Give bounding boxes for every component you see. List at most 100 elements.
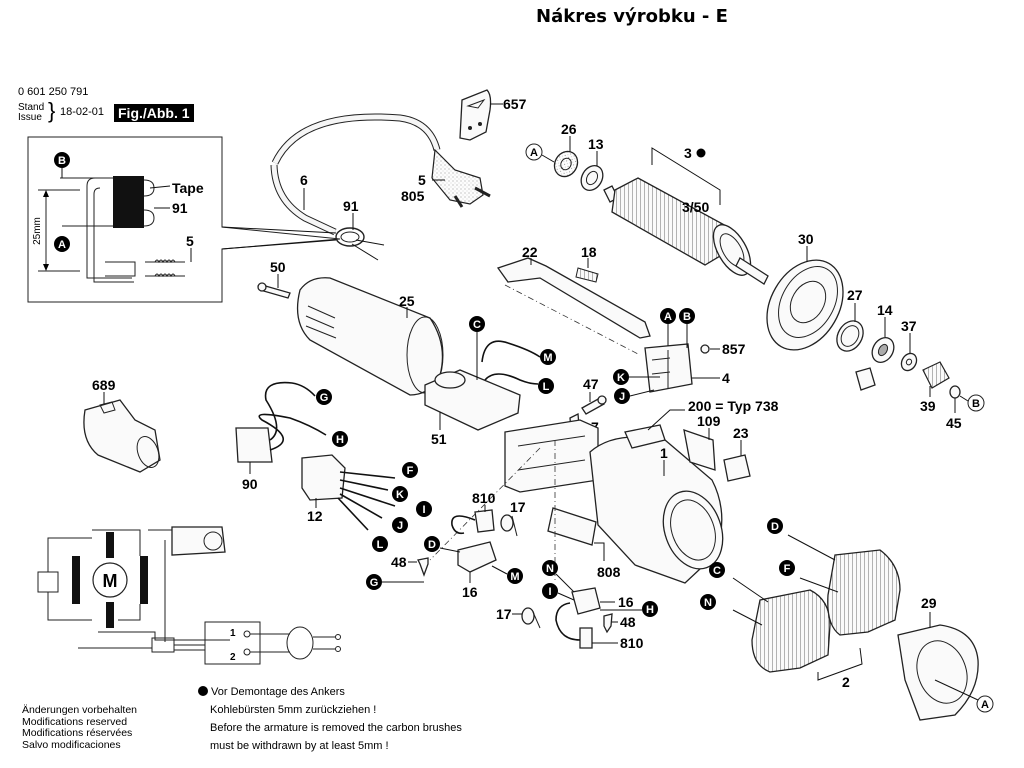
modifications-en: Modifications reserved bbox=[22, 715, 128, 728]
part-857-label: 857 bbox=[722, 341, 746, 357]
washer-hole bbox=[905, 358, 913, 366]
connector-l-badge bbox=[538, 378, 554, 394]
assembly-axis bbox=[504, 284, 641, 356]
connector-d-badge bbox=[424, 536, 440, 552]
armature-removal-note: Vor Demontage des Ankers Kohlebürsten 5m… bbox=[198, 683, 462, 755]
inset-callout-line bbox=[221, 239, 337, 250]
part-91-label: 91 bbox=[343, 198, 359, 214]
assembly-axis bbox=[429, 440, 556, 580]
ref-a-outline-badge bbox=[976, 695, 994, 713]
note-en-line1: Before the armature is removed the carbo… bbox=[210, 722, 462, 734]
connector-n-label: N bbox=[546, 563, 554, 575]
tape-leader bbox=[149, 185, 171, 189]
part-17-label: 17 bbox=[510, 499, 526, 515]
schematic-wires bbox=[92, 529, 230, 641]
housing-front-opening bbox=[662, 490, 724, 570]
wiring-schematic: M 1 2 bbox=[37, 526, 341, 665]
part-17-spring bbox=[500, 514, 514, 532]
part-1-motor-housing bbox=[504, 419, 724, 584]
connector-k-label: K bbox=[617, 372, 625, 384]
part-16b-label: 16 bbox=[618, 594, 634, 610]
ref-b-leader bbox=[959, 395, 969, 402]
part-3-50-label: 3/50 bbox=[682, 199, 709, 215]
part-47-label: 47 bbox=[583, 376, 599, 392]
ref-b-outline-badge bbox=[967, 394, 985, 412]
connector-i-label: I bbox=[548, 586, 551, 598]
part-3-armature bbox=[603, 177, 769, 285]
ref-b-outline-label: B bbox=[972, 398, 980, 410]
part-29-fan-guide bbox=[897, 624, 979, 721]
switch-position-1: 1 bbox=[230, 628, 236, 639]
modifications-de: Änderungen vorbehalten bbox=[22, 704, 138, 716]
modifications-fr: Modifications réservées bbox=[22, 727, 133, 739]
part-48-label: 48 bbox=[391, 554, 407, 570]
gear-housing-bore bbox=[789, 280, 827, 324]
connector-h-label: H bbox=[646, 604, 654, 616]
connector-c-badge bbox=[469, 316, 485, 332]
part-109-label: 109 bbox=[697, 413, 721, 429]
connector-l-badge bbox=[372, 536, 388, 552]
fan-guide-opening bbox=[916, 640, 968, 704]
connector-f-label: F bbox=[784, 563, 791, 575]
schematic-field-coil-right bbox=[140, 556, 148, 604]
connector-d-label: D bbox=[771, 521, 779, 533]
wire-loops bbox=[143, 179, 155, 227]
connector-m-label: M bbox=[543, 352, 552, 364]
connector-f-badge bbox=[779, 560, 795, 576]
part-23-label: 23 bbox=[733, 425, 749, 441]
part-39-label: 39 bbox=[920, 398, 936, 414]
switch-detail bbox=[651, 350, 671, 388]
part-805-label: 805 bbox=[401, 188, 425, 204]
schematic-field-coil-left bbox=[72, 556, 80, 604]
part-13-bearing-bore bbox=[585, 170, 599, 186]
connector-d-label: D bbox=[428, 539, 436, 551]
cord-wires bbox=[60, 177, 134, 283]
dimension-arrowhead-up bbox=[43, 190, 49, 197]
adapter-window bbox=[99, 401, 116, 414]
part-1-label: 1 bbox=[660, 445, 668, 461]
part-657-label: 657 bbox=[503, 96, 527, 112]
tape-block bbox=[113, 176, 144, 228]
housing-rear bbox=[504, 419, 599, 493]
power-cord-assembly bbox=[221, 113, 491, 261]
tool-part-number: 0 601 250 791 bbox=[18, 86, 89, 98]
tape-label: Tape bbox=[172, 180, 204, 196]
part-808-leader bbox=[594, 542, 605, 561]
strain-relief-inner bbox=[340, 231, 360, 243]
part-90-capacitor bbox=[235, 427, 273, 463]
cord-fill bbox=[272, 114, 440, 165]
part-2-bracket bbox=[817, 647, 863, 681]
schematic-cord-loop bbox=[286, 626, 314, 660]
connector-n-badge bbox=[700, 594, 716, 610]
ref-a-outline-badge bbox=[525, 143, 543, 161]
plug bbox=[431, 148, 484, 205]
dimension-arrowhead-down bbox=[43, 264, 49, 271]
part-25-label: 25 bbox=[399, 293, 415, 309]
schematic-capacitor bbox=[37, 571, 59, 593]
connector-n-leader bbox=[555, 573, 575, 593]
part-16-label: 16 bbox=[462, 584, 478, 600]
part-16-brush-holder bbox=[571, 587, 601, 615]
page-title: Nákres výrobku - E bbox=[536, 6, 728, 27]
part-200-label: 200 = Typ 738 bbox=[688, 398, 779, 414]
switch-terminal bbox=[243, 648, 251, 656]
part-37-label: 37 bbox=[901, 318, 917, 334]
stand-label: Stand bbox=[18, 102, 45, 113]
connector-j-badge bbox=[392, 517, 408, 533]
connector-c-label: C bbox=[713, 565, 721, 577]
part-810b-carbon-brush bbox=[579, 627, 593, 649]
ref-a-leader bbox=[541, 154, 555, 163]
armature-shaft bbox=[735, 257, 769, 285]
connector-j-leader bbox=[629, 389, 655, 397]
part-26-seal-bore bbox=[560, 157, 572, 171]
connector-h-label: H bbox=[336, 434, 344, 446]
connector-f-badge bbox=[402, 462, 418, 478]
connector-g-badge bbox=[366, 574, 382, 590]
part-22-switch-rod bbox=[496, 257, 651, 339]
part-37-washer bbox=[900, 352, 918, 372]
part-27-ring-inner bbox=[840, 325, 860, 347]
ref-a-outline-label: A bbox=[530, 147, 538, 159]
part-810b-label: 810 bbox=[620, 635, 644, 651]
connector-f-label: F bbox=[407, 465, 414, 477]
electronics-wires bbox=[481, 340, 541, 385]
